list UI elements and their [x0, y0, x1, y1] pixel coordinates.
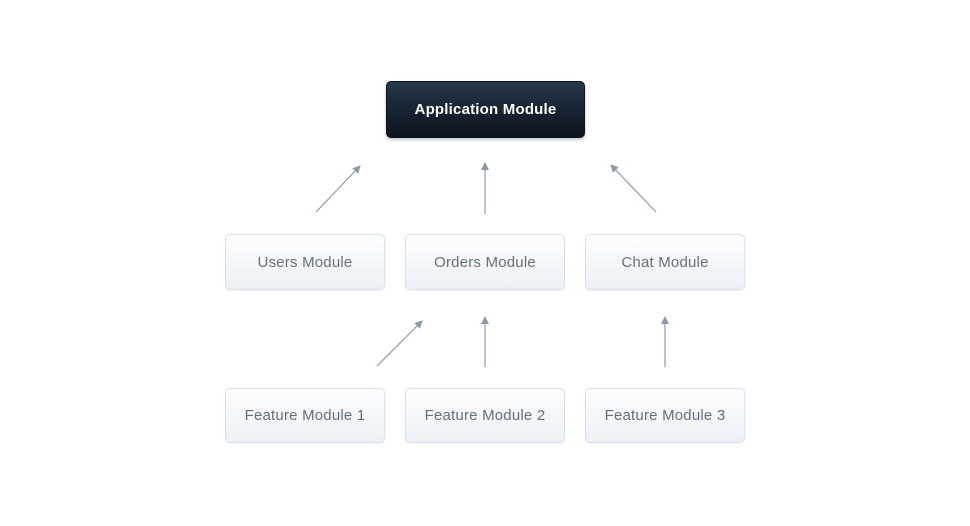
edge-chat-to-application	[610, 164, 657, 213]
node-feature-module-1: Feature Module 1	[225, 388, 385, 443]
edge-users-to-application	[315, 165, 361, 213]
node-application-module: Application Module	[386, 81, 585, 138]
node-users-module-label: Users Module	[257, 253, 353, 271]
node-feature-module-2-label: Feature Module 2	[424, 407, 546, 424]
node-feature-module-3: Feature Module 3	[585, 388, 745, 443]
node-chat-module-label: Chat Module	[621, 253, 709, 271]
node-chat-module: Chat Module	[585, 234, 745, 290]
node-orders-module: Orders Module	[405, 234, 565, 290]
node-application-module-label: Application Module	[414, 101, 557, 118]
node-feature-module-1-label: Feature Module 1	[244, 407, 366, 424]
edge-feature1-to-orders	[376, 320, 423, 367]
node-feature-module-3-label: Feature Module 3	[604, 407, 726, 424]
node-feature-module-2: Feature Module 2	[405, 388, 565, 443]
node-users-module: Users Module	[225, 234, 385, 290]
node-orders-module-label: Orders Module	[434, 253, 536, 271]
